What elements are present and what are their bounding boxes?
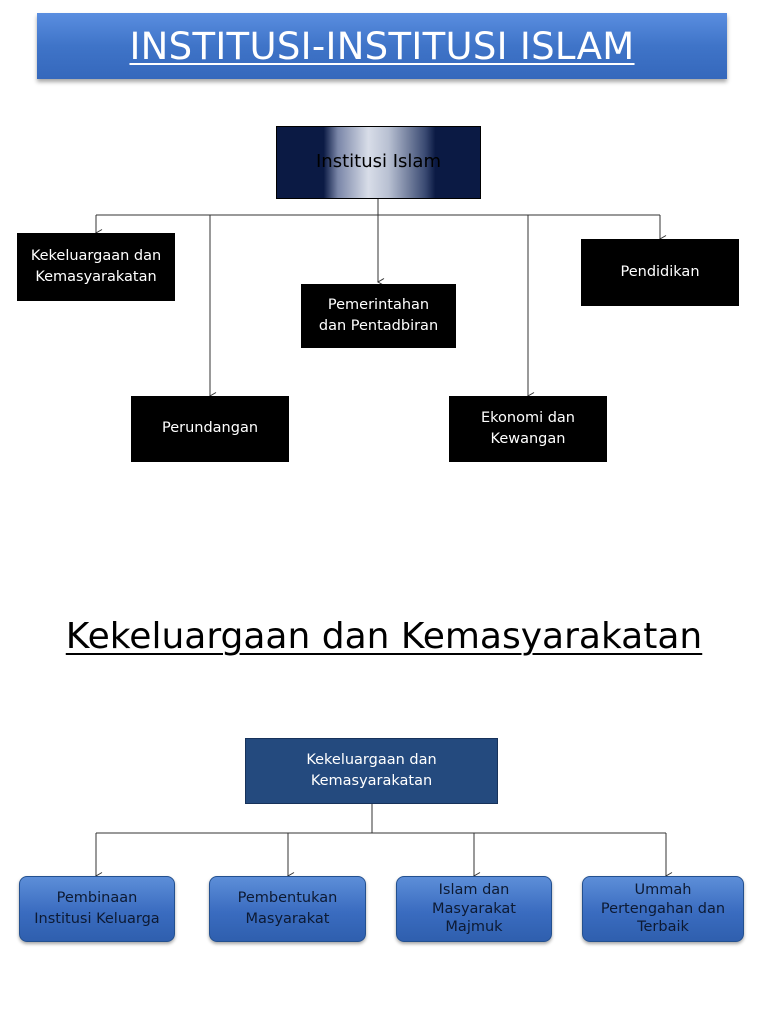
title-banner: INSTITUSI-INSTITUSI ISLAM: [37, 13, 727, 79]
node-pembentukan: Pembentukan Masyarakat: [209, 876, 366, 942]
node-islam-masyarakat: Islam dan Masyarakat Majmuk: [396, 876, 552, 942]
node-label-line: dan Pentadbiran: [318, 318, 439, 334]
node-perundangan: Perundangan: [131, 396, 289, 462]
node-label-line: Pembinaan: [56, 889, 138, 906]
node-label-line: Islam dan: [438, 881, 510, 898]
node-label-line: Ekonomi dan: [480, 409, 576, 426]
node-label-line: Masyarakat: [245, 911, 330, 927]
node-label-line: Pemerintahan: [327, 296, 430, 313]
section-heading: Kekeluargaan dan Kemasyarakatan: [65, 616, 703, 657]
node-label-line: Kemasyarakatan: [35, 269, 157, 285]
node-pemerintahan: Pemerintahan dan Pentadbiran: [301, 284, 456, 348]
node-label-line: Kemasyarakatan: [310, 773, 433, 789]
node-label-line: Ummah: [634, 881, 692, 898]
node-label-line: Perundangan: [161, 420, 259, 437]
node-pembinaan: Pembinaan Institusi Keluarga: [19, 876, 175, 942]
page-title: INSTITUSI-INSTITUSI ISLAM: [129, 24, 635, 68]
node-ummah: Ummah Pertengahan dan Terbaik: [582, 876, 744, 942]
node-label-line: Kekeluargaan dan: [306, 751, 437, 768]
node-label-line: Terbaik: [637, 919, 689, 936]
node-label-line: Majmuk: [445, 919, 503, 936]
root-node-institusi-islam: Institusi Islam: [276, 126, 481, 199]
node-label-line: Kewangan: [490, 431, 566, 447]
root-node-kekeluargaan: Kekeluargaan dan Kemasyarakatan: [245, 738, 498, 804]
root-node-label: Institusi Islam: [316, 151, 441, 173]
node-pendidikan: Pendidikan: [581, 239, 739, 306]
node-label-line: Masyarakat: [432, 900, 516, 917]
node-ekonomi: Ekonomi dan Kewangan: [449, 396, 607, 462]
node-kekeluargaan: Kekeluargaan dan Kemasyarakatan: [17, 233, 175, 301]
node-label-line: Pertengahan dan: [600, 900, 726, 917]
node-label-line: Pembentukan: [237, 889, 338, 906]
node-label-line: Pendidikan: [620, 263, 700, 280]
node-label-line: Institusi Keluarga: [34, 911, 160, 927]
node-label-line: Kekeluargaan dan: [30, 247, 162, 264]
